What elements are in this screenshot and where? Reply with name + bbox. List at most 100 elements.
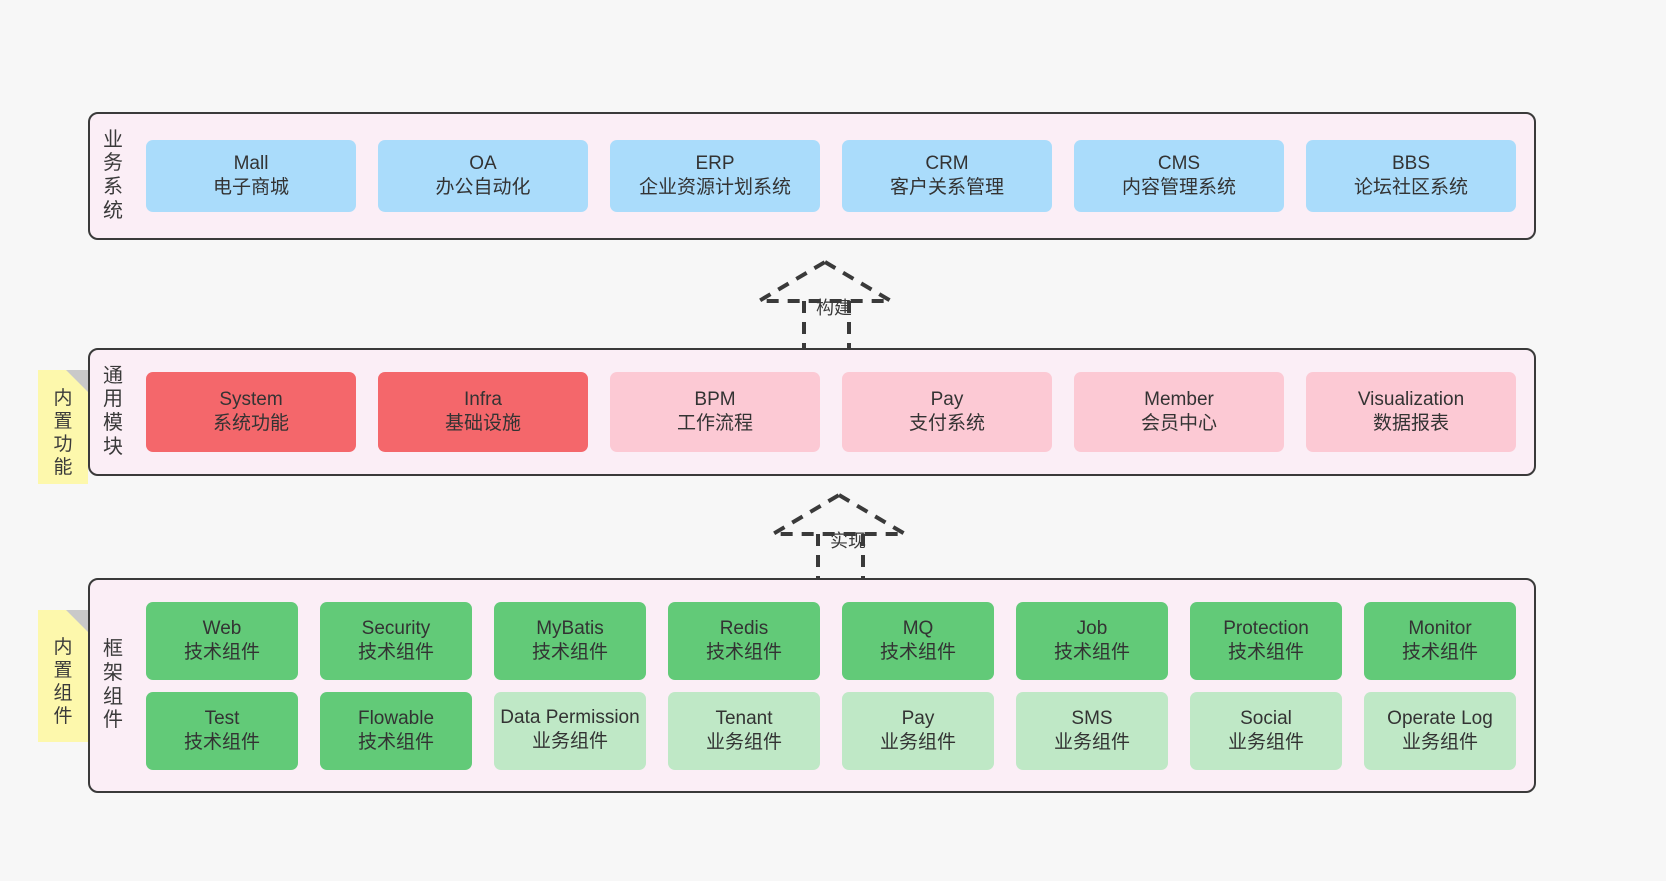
box-title-en: System [219,389,283,411]
box-monitor[interactable]: Monitor 技术组件 [1364,601,1516,680]
box-web[interactable]: Web 技术组件 [146,601,298,680]
sticky-note-builtin-function: 内 置 功 能 [38,370,88,484]
box-crm[interactable]: CRM 客户关系管理 [842,140,1052,212]
framework-row-biz: Test 技术组件 Flowable 技术组件 Data Permission … [146,691,1516,770]
layer-framework-components: 框 架 组 件 Web 技术组件 Security 技术组件 MyBatis 技… [88,578,1536,793]
box-title-en: Redis [719,617,769,639]
framework-cells: Web 技术组件 Security 技术组件 MyBatis 技术组件 Redi… [136,580,1534,791]
connector-build-label: 构建 [816,298,852,318]
box-title-cn: 业务组件 [1053,731,1130,753]
box-title-cn: 支付系统 [908,413,985,434]
box-oa[interactable]: OA 办公自动化 [378,140,588,212]
box-title-cn: 内容管理系统 [1121,177,1236,198]
box-title-cn: 数据报表 [1372,413,1449,434]
box-sms[interactable]: SMS 业务组件 [1016,691,1168,770]
box-title-cn: 办公自动化 [435,177,531,198]
layer-label-business: 业 务 系 统 [103,128,123,222]
box-operate-log[interactable]: Operate Log 业务组件 [1364,691,1516,770]
box-pay-module[interactable]: Pay 支付系统 [842,372,1052,452]
box-data-permission[interactable]: Data Permission 业务组件 [494,691,646,770]
box-title-en: Protection [1223,617,1309,639]
box-title-cn: 论坛社区系统 [1353,177,1468,198]
box-title-en: Security [361,617,431,639]
box-flowable[interactable]: Flowable 技术组件 [320,691,472,770]
box-infra[interactable]: Infra 基础设施 [378,372,588,452]
box-title-en: Monitor [1408,617,1472,639]
box-visualization[interactable]: Visualization 数据报表 [1306,372,1516,452]
box-title-cn: 基础设施 [444,413,521,434]
box-title-cn: 企业资源计划系统 [638,177,791,198]
box-title-en: Tenant [715,707,773,729]
box-title-en: Operate Log [1387,707,1493,729]
layer-common-modules: 通 用 模 块 System 系统功能 Infra 基础设施 BPM 工作流程 … [88,348,1536,476]
box-title-en: OA [469,153,497,175]
box-title-cn: 业务组件 [1401,731,1478,753]
box-title-en: Visualization [1357,389,1465,411]
box-redis[interactable]: Redis 技术组件 [668,601,820,680]
box-title-cn: 技术组件 [705,641,782,663]
box-title-cn: 技术组件 [1227,641,1304,663]
box-title-en: Member [1144,389,1214,411]
box-cms[interactable]: CMS 内容管理系统 [1074,140,1284,212]
box-title-cn: 电子商城 [212,177,289,198]
connector-implement-label: 实现 [830,531,866,551]
box-bpm[interactable]: BPM 工作流程 [610,372,820,452]
box-erp[interactable]: ERP 企业资源计划系统 [610,140,820,212]
box-system[interactable]: System 系统功能 [146,372,356,452]
box-member[interactable]: Member 会员中心 [1074,372,1284,452]
box-title-cn: 技术组件 [183,731,260,753]
business-row: Mall 电子商城 OA 办公自动化 ERP 企业资源计划系统 CRM 客户关系… [146,140,1516,212]
box-mq[interactable]: MQ 技术组件 [842,601,994,680]
box-title-cn: 业务组件 [705,731,782,753]
sticky-note-builtin-component: 内 置 组 件 [38,610,88,742]
box-title-cn: 技术组件 [1401,641,1478,663]
box-title-cn: 业务组件 [1227,731,1304,753]
box-title-cn: 工作流程 [676,413,753,434]
box-test[interactable]: Test 技术组件 [146,691,298,770]
box-title-cn: 业务组件 [879,731,956,753]
box-security[interactable]: Security 技术组件 [320,601,472,680]
box-bbs[interactable]: BBS 论坛社区系统 [1306,140,1516,212]
box-title-en: Social [1240,707,1292,729]
box-title-en: Job [1076,617,1108,639]
box-mybatis[interactable]: MyBatis 技术组件 [494,601,646,680]
connector-implement: 实现 [765,489,926,589]
framework-row-tech: Web 技术组件 Security 技术组件 MyBatis 技术组件 Redi… [146,601,1516,680]
common-row: System 系统功能 Infra 基础设施 BPM 工作流程 Pay 支付系统… [146,372,1516,452]
box-title-en: Infra [463,389,503,411]
common-cells: System 系统功能 Infra 基础设施 BPM 工作流程 Pay 支付系统… [136,350,1534,474]
box-title-en: MyBatis [536,617,604,639]
box-title-cn: 技术组件 [183,641,260,663]
sticky-note-text: 内 置 功 能 [53,388,73,478]
box-title-cn: 技术组件 [357,641,434,663]
box-title-cn: 系统功能 [212,413,289,434]
box-title-en: MQ [902,617,934,639]
box-title-cn: 技术组件 [531,641,608,663]
connector-build: 构建 [751,256,912,356]
box-title-cn: 技术组件 [879,641,956,663]
box-title-en: CMS [1157,153,1201,175]
layer-label-framework: 框 架 组 件 [103,638,123,732]
box-title-en: Mall [233,153,269,175]
box-title-en: Test [204,707,240,729]
layer-business-systems: 业 务 系 统 Mall 电子商城 OA 办公自动化 ERP 企业资源计划系统 … [88,112,1536,240]
box-pay-component[interactable]: Pay 业务组件 [842,691,994,770]
box-tenant[interactable]: Tenant 业务组件 [668,691,820,770]
box-title-en: CRM [925,153,969,175]
box-title-cn: 会员中心 [1140,413,1217,434]
box-protection[interactable]: Protection 技术组件 [1190,601,1342,680]
box-title-en: Flowable [357,707,435,729]
box-title-cn: 技术组件 [357,731,434,753]
box-title-en: Web [202,617,242,639]
box-social[interactable]: Social 业务组件 [1190,691,1342,770]
box-mall[interactable]: Mall 电子商城 [146,140,356,212]
box-job[interactable]: Job 技术组件 [1016,601,1168,680]
box-title-cn: 技术组件 [1053,641,1130,663]
box-title-cn: 客户关系管理 [889,177,1004,198]
sticky-note-text: 内 置 组 件 [53,637,73,727]
layer-label-common: 通 用 模 块 [103,364,123,458]
box-title-cn: 业务组件 [531,730,608,752]
box-title-en: BBS [1391,153,1431,175]
box-title-en: BPM [694,389,736,411]
